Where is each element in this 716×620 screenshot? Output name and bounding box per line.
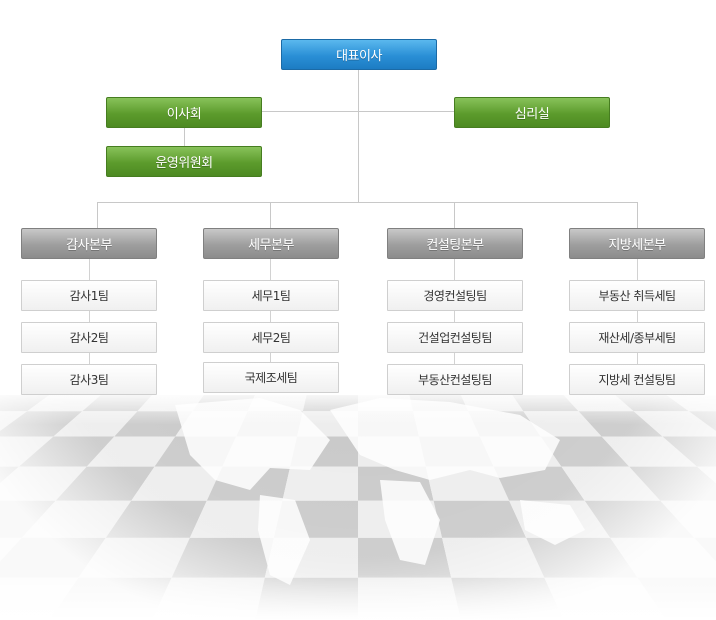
team-management-consulting[interactable]: 경영컨설팅팀 (387, 280, 523, 311)
team-construction-consulting[interactable]: 건설업컨설팅팀 (387, 322, 523, 353)
division-local-tax[interactable]: 지방세본부 (569, 228, 705, 259)
review-office-box[interactable]: 심리실 (454, 97, 610, 128)
team-audit-1[interactable]: 감사1팀 (21, 280, 157, 311)
team-tax-2[interactable]: 세무2팀 (203, 322, 339, 353)
operating-committee-box[interactable]: 운영위원회 (106, 146, 262, 177)
ceo-box[interactable]: 대표이사 (281, 39, 437, 70)
team-tax-1[interactable]: 세무1팀 (203, 280, 339, 311)
team-real-estate-consulting[interactable]: 부동산컨설팅팀 (387, 364, 523, 395)
team-international-tax[interactable]: 국제조세팀 (203, 362, 339, 393)
division-tax[interactable]: 세무본부 (203, 228, 339, 259)
division-audit[interactable]: 감사본부 (21, 228, 157, 259)
team-audit-2[interactable]: 감사2팀 (21, 322, 157, 353)
team-local-tax-consulting[interactable]: 지방세 컨설팅팀 (569, 364, 705, 395)
team-audit-3[interactable]: 감사3팀 (21, 364, 157, 395)
team-acquisition-tax[interactable]: 부동산 취득세팀 (569, 280, 705, 311)
team-property-tax[interactable]: 재산세/종부세팀 (569, 322, 705, 353)
division-consulting[interactable]: 컨설팅본부 (387, 228, 523, 259)
board-box[interactable]: 이사회 (106, 97, 262, 128)
